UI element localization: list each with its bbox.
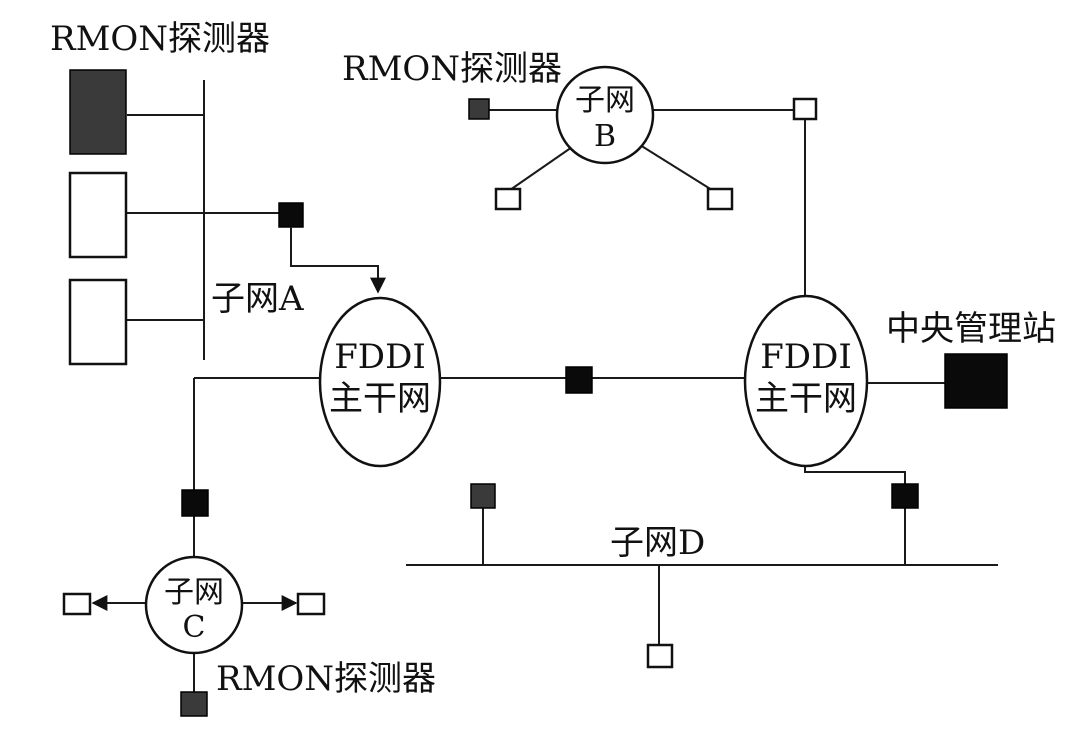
probe-label-top-left: RMON探测器	[50, 19, 270, 59]
subnet-b-label-2: B	[594, 119, 616, 154]
fddi-backbone-right	[743, 294, 869, 468]
fddi-right-label-2: 主干网	[755, 379, 857, 419]
subnet-c-leaf-left	[62, 592, 92, 616]
fddi-left-label-2: 主干网	[329, 379, 431, 419]
subnet-a-to-fddi-arrow	[290, 227, 386, 294]
subnet-a-router	[278, 202, 304, 228]
rmon-probe-host	[69, 69, 127, 155]
probe-label-bottom: RMON探测器	[216, 659, 436, 699]
subnet-b-label-1: 子网	[575, 83, 635, 118]
subnet-a-label: 子网A	[211, 279, 304, 319]
subnet-c-leaf-right	[296, 592, 326, 616]
fddi-backbone-left	[318, 296, 442, 468]
subnet-d-router	[891, 483, 919, 509]
fddi-right-label-1: FDDI	[760, 337, 852, 377]
subnet-b-hub	[555, 65, 655, 165]
subnet-b-rmon-probe	[468, 98, 490, 120]
probe-label-top-mid: RMON探测器	[342, 49, 562, 89]
subnet-c-label-2: C	[183, 610, 206, 645]
subnet-d-label: 子网D	[610, 523, 705, 563]
subnet-a-host-2	[68, 171, 128, 259]
subnet-c-rmon-probe	[180, 691, 208, 717]
subnet-b-leaf-link-2	[639, 144, 713, 191]
fddi-left-label-1: FDDI	[334, 337, 426, 377]
subnet-d-host	[646, 643, 674, 669]
subnet-b-leaf-link-1	[509, 144, 576, 191]
subnet-c-router	[181, 489, 209, 517]
fddi-interconnect-router	[565, 366, 593, 394]
fddi-right-to-subnet-d	[804, 464, 906, 484]
subnet-c-hub	[144, 555, 244, 655]
subnet-b-leaf-1	[494, 187, 522, 211]
subnet-a-host-3	[68, 278, 128, 366]
subnet-d-rmon-probe	[470, 483, 496, 509]
subnet-b-gateway-node	[792, 97, 818, 121]
subnet-c-label-1: 子网	[164, 575, 224, 610]
subnet-b-leaf-2	[706, 187, 734, 211]
central-management-station	[944, 353, 1008, 409]
central-station-label: 中央管理站	[886, 309, 1056, 349]
